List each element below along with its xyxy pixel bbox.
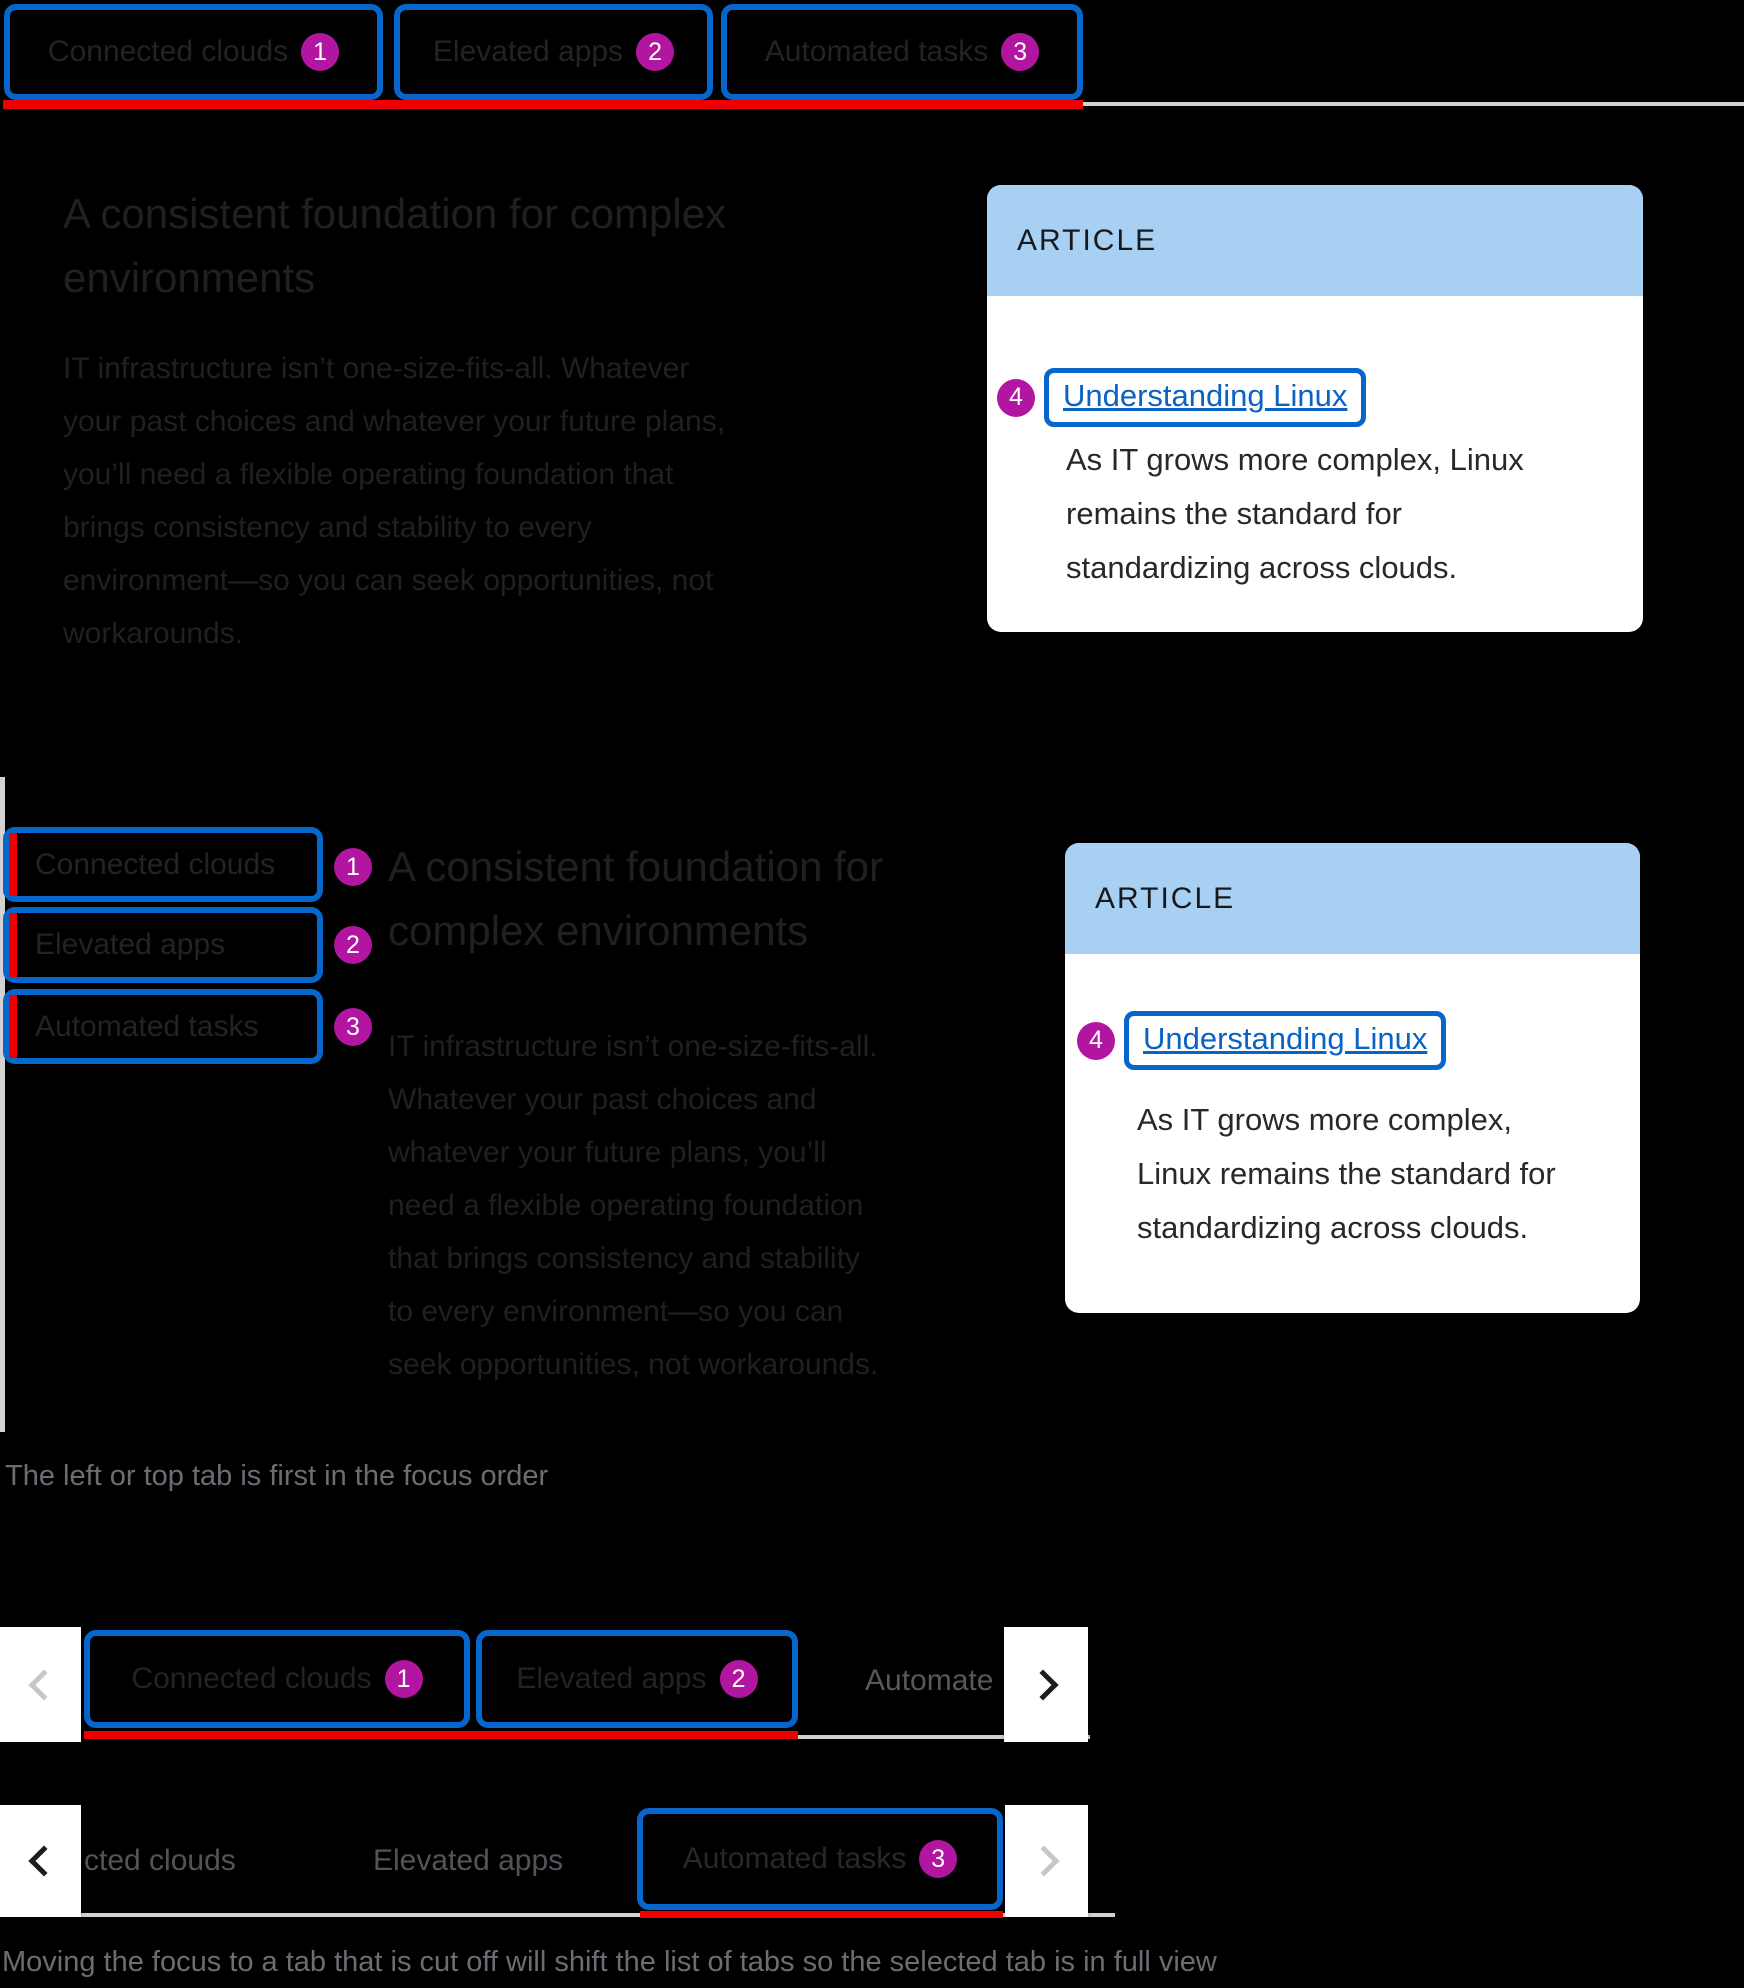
focus-order-badge-3: 3 xyxy=(919,1840,958,1878)
tab-label: Automated tasks xyxy=(35,1009,259,1043)
article-link[interactable]: Understanding Linux xyxy=(1143,1021,1428,1056)
content-paragraph: IT infrastructure isn’t one-size-fits-al… xyxy=(63,352,726,650)
chevron-right-icon xyxy=(1027,1668,1059,1701)
focus-order-badge-1: 1 xyxy=(384,1660,423,1698)
tab-label: Automated tasks xyxy=(764,35,989,68)
vertical-tab-elevated-apps[interactable]: Elevated apps xyxy=(3,907,323,983)
content-heading: A consistent foundation for complex envi… xyxy=(388,843,883,954)
tab-label: Elevated apps xyxy=(35,928,226,961)
scroll-left-button[interactable] xyxy=(0,1805,81,1917)
selected-tab-accent xyxy=(9,913,17,977)
vertical-tab-automated-tasks[interactable]: Automated tasks xyxy=(3,989,323,1064)
tab-connected-clouds-cut[interactable]: cted clouds xyxy=(84,1844,236,1877)
figure-caption: The left or top tab is first in the focu… xyxy=(5,1460,549,1492)
tab-automated-tasks[interactable]: Automated tasks 3 xyxy=(637,1808,1003,1910)
tab-label: Elevated apps xyxy=(516,1662,707,1695)
figure-caption: Moving the focus to a tab that is cut of… xyxy=(2,1946,1217,1978)
tab-label: Connected clouds xyxy=(35,847,276,881)
tab-elevated-apps[interactable]: Elevated apps 2 xyxy=(394,4,713,100)
selected-tab-underline xyxy=(3,100,1083,109)
article-eyebrow: ARTICLE xyxy=(1017,223,1158,257)
focus-order-badge-3: 3 xyxy=(1001,33,1040,71)
tab-elevated-apps[interactable]: Elevated apps 2 xyxy=(476,1630,798,1728)
focus-order-badge-4: 4 xyxy=(997,378,1035,417)
article-link[interactable]: Understanding Linux xyxy=(1063,378,1348,413)
article-eyebrow: ARTICLE xyxy=(1095,881,1236,915)
focus-order-badge-4: 4 xyxy=(1077,1021,1115,1060)
tab-label: Elevated apps xyxy=(432,35,624,68)
tab-elevated-apps[interactable]: Elevated apps xyxy=(373,1844,564,1877)
article-link-focus-outline: Understanding Linux xyxy=(1044,368,1367,427)
focus-order-badge-1: 1 xyxy=(334,848,372,886)
tab-label: Connected clouds xyxy=(131,1662,372,1695)
chevron-right-icon xyxy=(1027,1845,1060,1877)
content-divider xyxy=(0,777,5,1432)
chevron-left-icon xyxy=(27,1668,60,1701)
chevron-left-icon xyxy=(27,1845,60,1877)
selected-tab-accent xyxy=(9,833,17,896)
tab-label: Automated tasks xyxy=(682,1842,907,1875)
article-link-focus-outline: Understanding Linux xyxy=(1124,1011,1447,1070)
scroll-left-button[interactable] xyxy=(0,1627,81,1742)
article-summary: As IT grows more complex, Linux remains … xyxy=(1137,1102,1556,1245)
article-card-header: ARTICLE xyxy=(987,185,1643,296)
tab-list-border xyxy=(0,1913,1115,1917)
scroll-right-button[interactable] xyxy=(1005,1805,1088,1917)
selected-tab-underline xyxy=(84,1731,798,1739)
article-summary: As IT grows more complex, Linux remains … xyxy=(1066,442,1524,585)
article-card: ARTICLE 4 Understanding Linux As IT grow… xyxy=(987,185,1643,632)
vertical-tab-connected-clouds[interactable]: Connected clouds xyxy=(3,827,323,902)
content-paragraph: IT infrastructure isn’t one-size-fits-al… xyxy=(388,1030,879,1381)
focus-order-badge-2: 2 xyxy=(334,926,372,964)
article-card-header: ARTICLE xyxy=(1065,843,1640,954)
tab-connected-clouds[interactable]: Connected clouds 1 xyxy=(84,1630,470,1728)
article-card: ARTICLE 4 Understanding Linux As IT grow… xyxy=(1065,843,1640,1313)
selected-tab-accent xyxy=(9,995,17,1058)
tab-list-border xyxy=(798,1735,1090,1739)
tab-automated-tasks-cut[interactable]: Automate xyxy=(865,1664,994,1697)
scroll-right-button[interactable] xyxy=(1004,1627,1088,1742)
tab-list-border xyxy=(1083,102,1744,106)
focus-order-badge-2: 2 xyxy=(636,33,675,71)
tab-label: Connected clouds xyxy=(47,35,289,68)
focus-order-badge-2: 2 xyxy=(719,1660,758,1698)
focus-order-badge-3: 3 xyxy=(334,1008,372,1046)
tab-automated-tasks[interactable]: Automated tasks 3 xyxy=(721,4,1083,100)
content-heading: A consistent foundation for complex envi… xyxy=(63,190,727,301)
selected-tab-underline xyxy=(640,1911,1003,1918)
focus-order-badge-1: 1 xyxy=(301,33,340,71)
tab-connected-clouds[interactable]: Connected clouds 1 xyxy=(4,4,383,100)
